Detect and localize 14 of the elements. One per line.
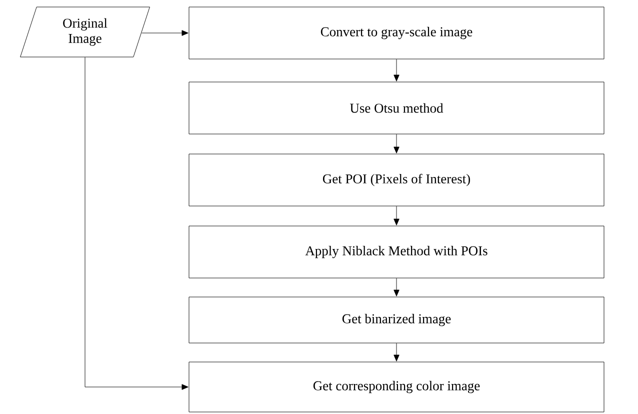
process-box: Apply Niblack Method with POIs — [188, 226, 604, 278]
arrow — [394, 206, 400, 226]
arrow — [394, 343, 400, 362]
arrow — [142, 30, 188, 36]
process-box: Get binarized image — [188, 296, 604, 344]
arrow — [394, 278, 400, 296]
input-parallelogram: Original Image — [20, 6, 150, 58]
arrow — [394, 134, 400, 154]
process-box: Convert to gray-scale image — [188, 6, 604, 60]
arrow — [84, 57, 188, 390]
arrow — [394, 59, 400, 82]
process-box: Get POI (Pixels of Interest) — [188, 154, 604, 206]
process-box: Use Otsu method — [188, 82, 604, 134]
process-box: Get corresponding color image — [188, 362, 604, 412]
